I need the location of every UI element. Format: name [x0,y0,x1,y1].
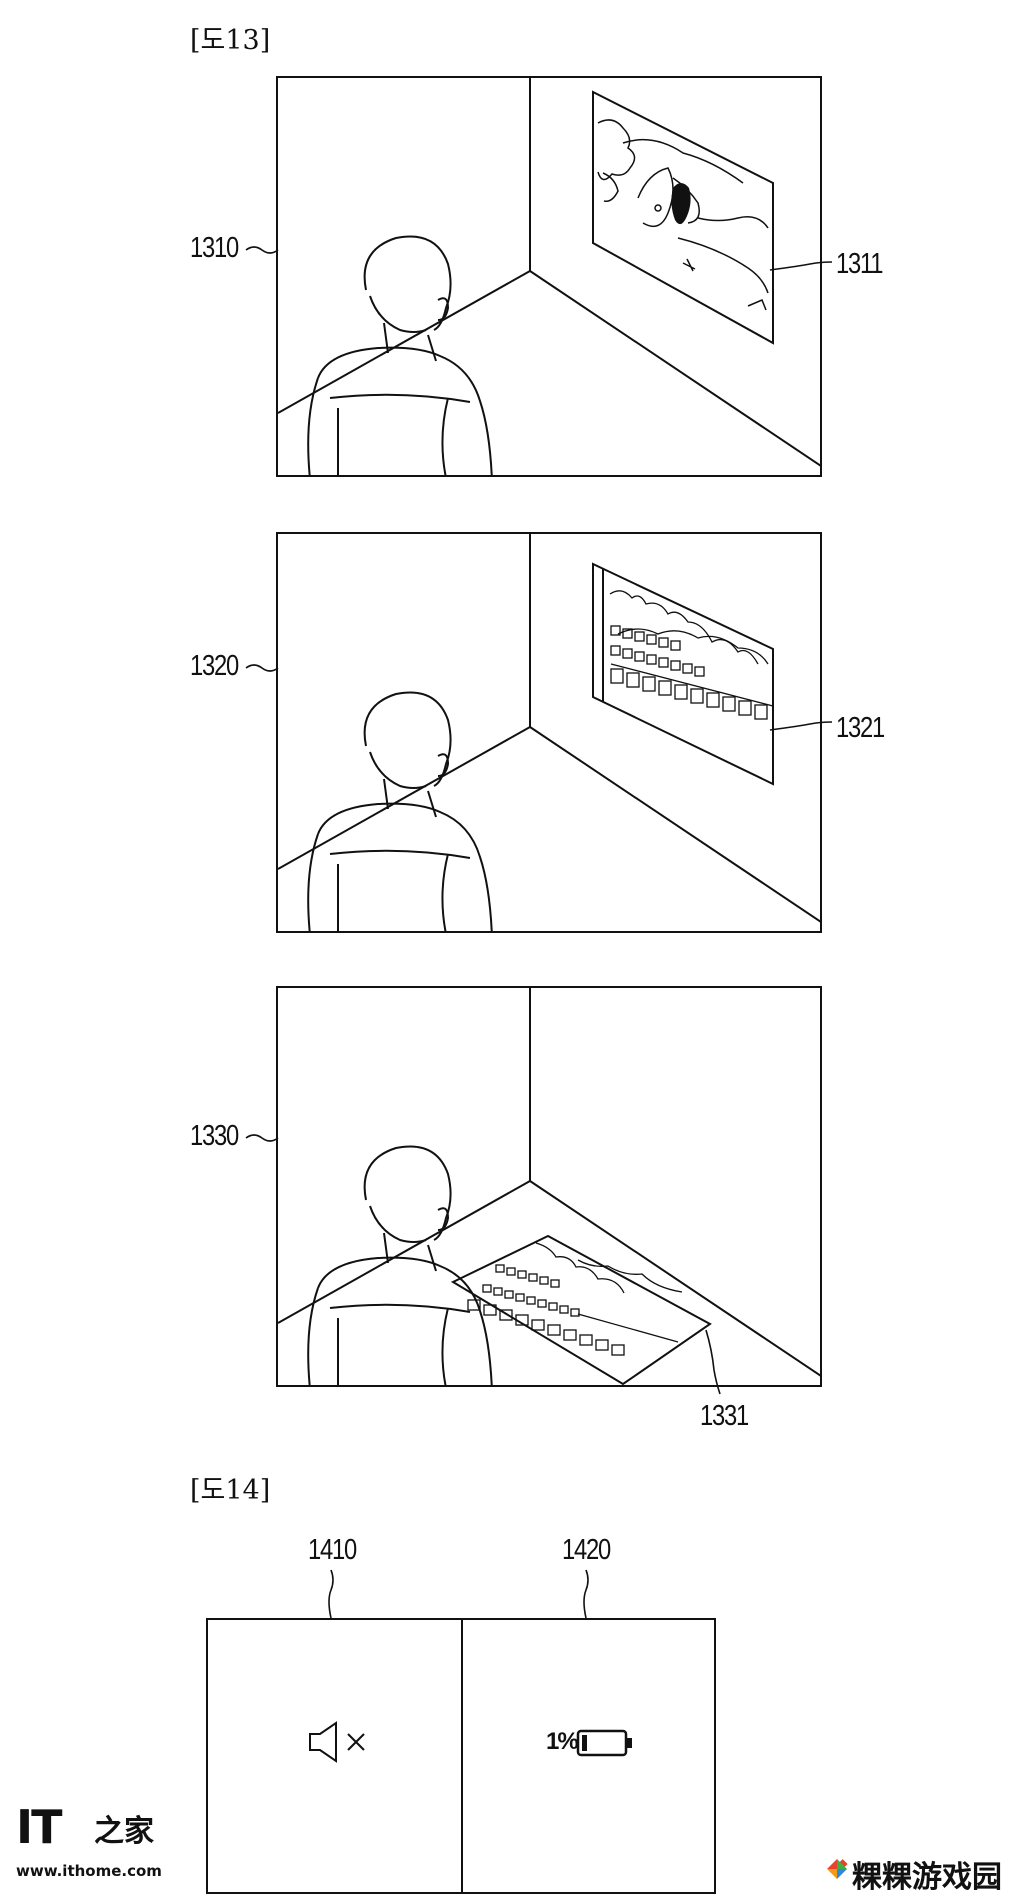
person-figure [307,1145,493,1385]
ref-1310: 1310 [190,232,239,264]
site-watermark-text: 粿粿游戏园 [852,1860,1002,1895]
figure-14-frame: 1% [206,1618,716,1894]
ref-1311: 1311 [836,248,883,280]
ref-1420: 1420 [562,1534,611,1566]
person-figure [307,235,493,475]
ref-1320: 1320 [190,650,239,682]
battery-percent-text: 1% [546,1728,579,1755]
ithome-url: www.ithome.com [16,1862,162,1880]
ref-1410: 1410 [308,1534,357,1566]
room-scene-floor-ui [278,988,820,1385]
ref-1321: 1321 [836,712,885,744]
ithome-logo-glyph: 之家 [94,1814,154,1849]
panel-1320 [276,532,822,933]
person-figure [307,691,493,931]
panel-1310 [276,76,822,477]
room-scene-wall-image [278,78,820,475]
figure-14-title: [도14] [190,1475,271,1506]
projected-ui-1331 [450,1234,712,1385]
figure-13-title: [도13] [190,25,271,56]
battery-low-icon [576,1729,632,1757]
panel-1330 [276,986,822,1387]
site-logo-icon [827,1859,848,1879]
ref-1331: 1331 [700,1400,749,1432]
ref-1330: 1330 [190,1120,239,1152]
ithome-logo: IT [16,1800,62,1854]
room-scene-wall-ui [278,534,820,931]
mute-icon [309,1721,365,1763]
projected-ui-1321 [592,562,774,786]
